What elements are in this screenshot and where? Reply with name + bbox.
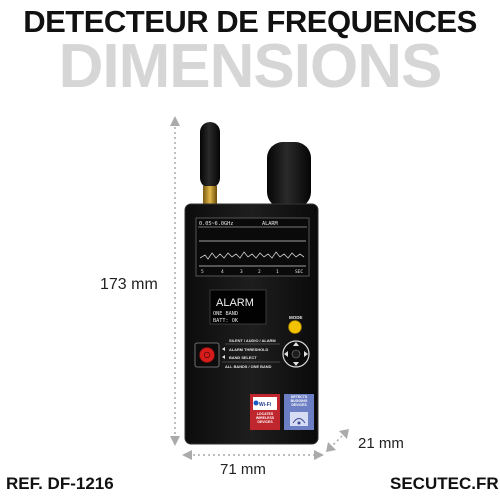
mode-button (288, 320, 302, 334)
oled-status: ALARM (216, 297, 254, 309)
mode-label: MODE (289, 315, 303, 320)
scale-label-3: 3 (240, 269, 243, 275)
width-arrow-left (182, 450, 192, 460)
product-reference: REF. DF-1216 (6, 474, 114, 493)
label-all-bands: ALL BANDS / ONE BAND (225, 364, 272, 369)
display-mode: ALARM (262, 221, 278, 227)
wifi-badge-text: Wi-Fi (259, 402, 272, 408)
depth-arrow-top (339, 429, 349, 439)
bugging-badge: DETECTS BUGGING DEVICES (284, 394, 314, 430)
wireless-badge-text: LOCATES WIRELESS DEVICES (255, 412, 275, 424)
pad-center (291, 349, 301, 359)
width-arrow-right (314, 450, 324, 460)
bluetooth-icon (253, 400, 259, 406)
label-alarm-threshold: ALARM THRESHOLD (229, 347, 269, 352)
title-line-2: DIMENSIONS (58, 32, 443, 101)
oled-line-1: ONE BAND (213, 311, 238, 317)
scale-label-1: 1 (276, 269, 279, 275)
scale-label-sec: SEC (295, 269, 303, 275)
bugging-badge-text: DETECTS BUGGING DEVICES (290, 395, 308, 407)
title-line-1: DETECTEUR DE FREQUENCES (23, 4, 477, 39)
power-button (199, 347, 215, 363)
pad-right-icon (304, 351, 308, 357)
display-frequency: 0.05~6.0GHz (199, 221, 233, 227)
depth-dimension-line (329, 432, 346, 449)
width-dimension-label: 71 mm (220, 461, 266, 478)
wireless-badge: Wi-Fi LOCATES WIRELESS DEVICES (250, 394, 280, 430)
thick-antenna (267, 142, 311, 208)
thin-antenna (200, 122, 220, 207)
height-dimension-label: 173 mm (100, 276, 158, 293)
scale-label-5: 5 (201, 269, 204, 275)
label-silent-audio-alarm: SILENT / AUDIO / ALARM (229, 338, 276, 343)
height-arrow-bottom (170, 436, 180, 446)
pad-down-icon (293, 362, 299, 366)
scale-label-2: 2 (258, 269, 261, 275)
depth-arrow-bottom (326, 442, 336, 452)
oled-display (209, 289, 267, 325)
brand-name: SECUTEC.FR (390, 474, 499, 493)
label-band-select: BAND SELECT (229, 355, 257, 360)
depth-dimension-label: 21 mm (358, 435, 404, 452)
scale-label-4: 4 (221, 269, 224, 275)
band-arrow-icon (222, 355, 225, 359)
oled-line-2: BATT: OK (213, 318, 239, 324)
signal-waves-icon (292, 418, 306, 424)
threshold-arrow-icon (222, 347, 225, 351)
pad-up-icon (293, 342, 299, 346)
signal-graph (199, 251, 305, 260)
pad-left-icon (284, 351, 288, 357)
height-arrow-top (170, 116, 180, 126)
